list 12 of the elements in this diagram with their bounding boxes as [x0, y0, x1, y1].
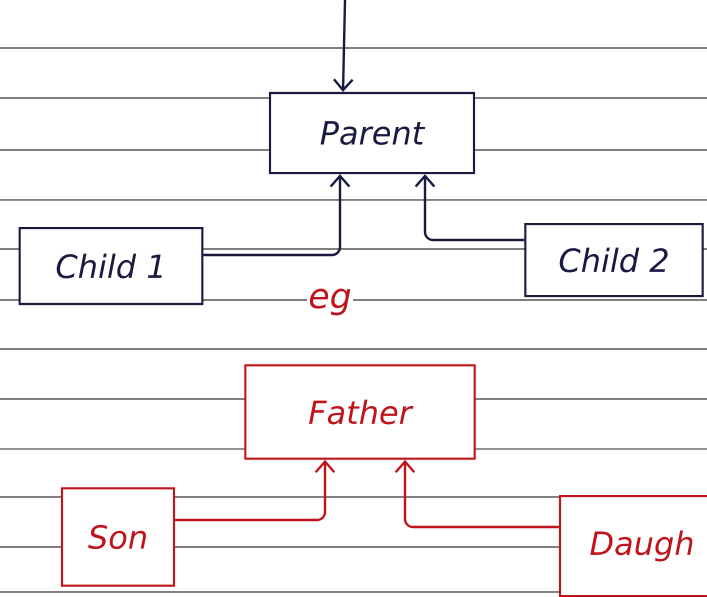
- box: Daugh: [558, 494, 707, 597]
- box: Son: [60, 487, 176, 587]
- box: Child 2: [524, 222, 704, 298]
- arrow: [175, 460, 336, 522]
- handwritten-label: eg: [307, 287, 353, 317]
- box: Father: [244, 364, 476, 460]
- arrow: [203, 174, 350, 256]
- box: Parent: [268, 92, 476, 174]
- arrow: [414, 174, 524, 242]
- arrow: [333, 0, 354, 92]
- box: Child 1: [18, 226, 204, 306]
- arrow: [394, 460, 559, 528]
